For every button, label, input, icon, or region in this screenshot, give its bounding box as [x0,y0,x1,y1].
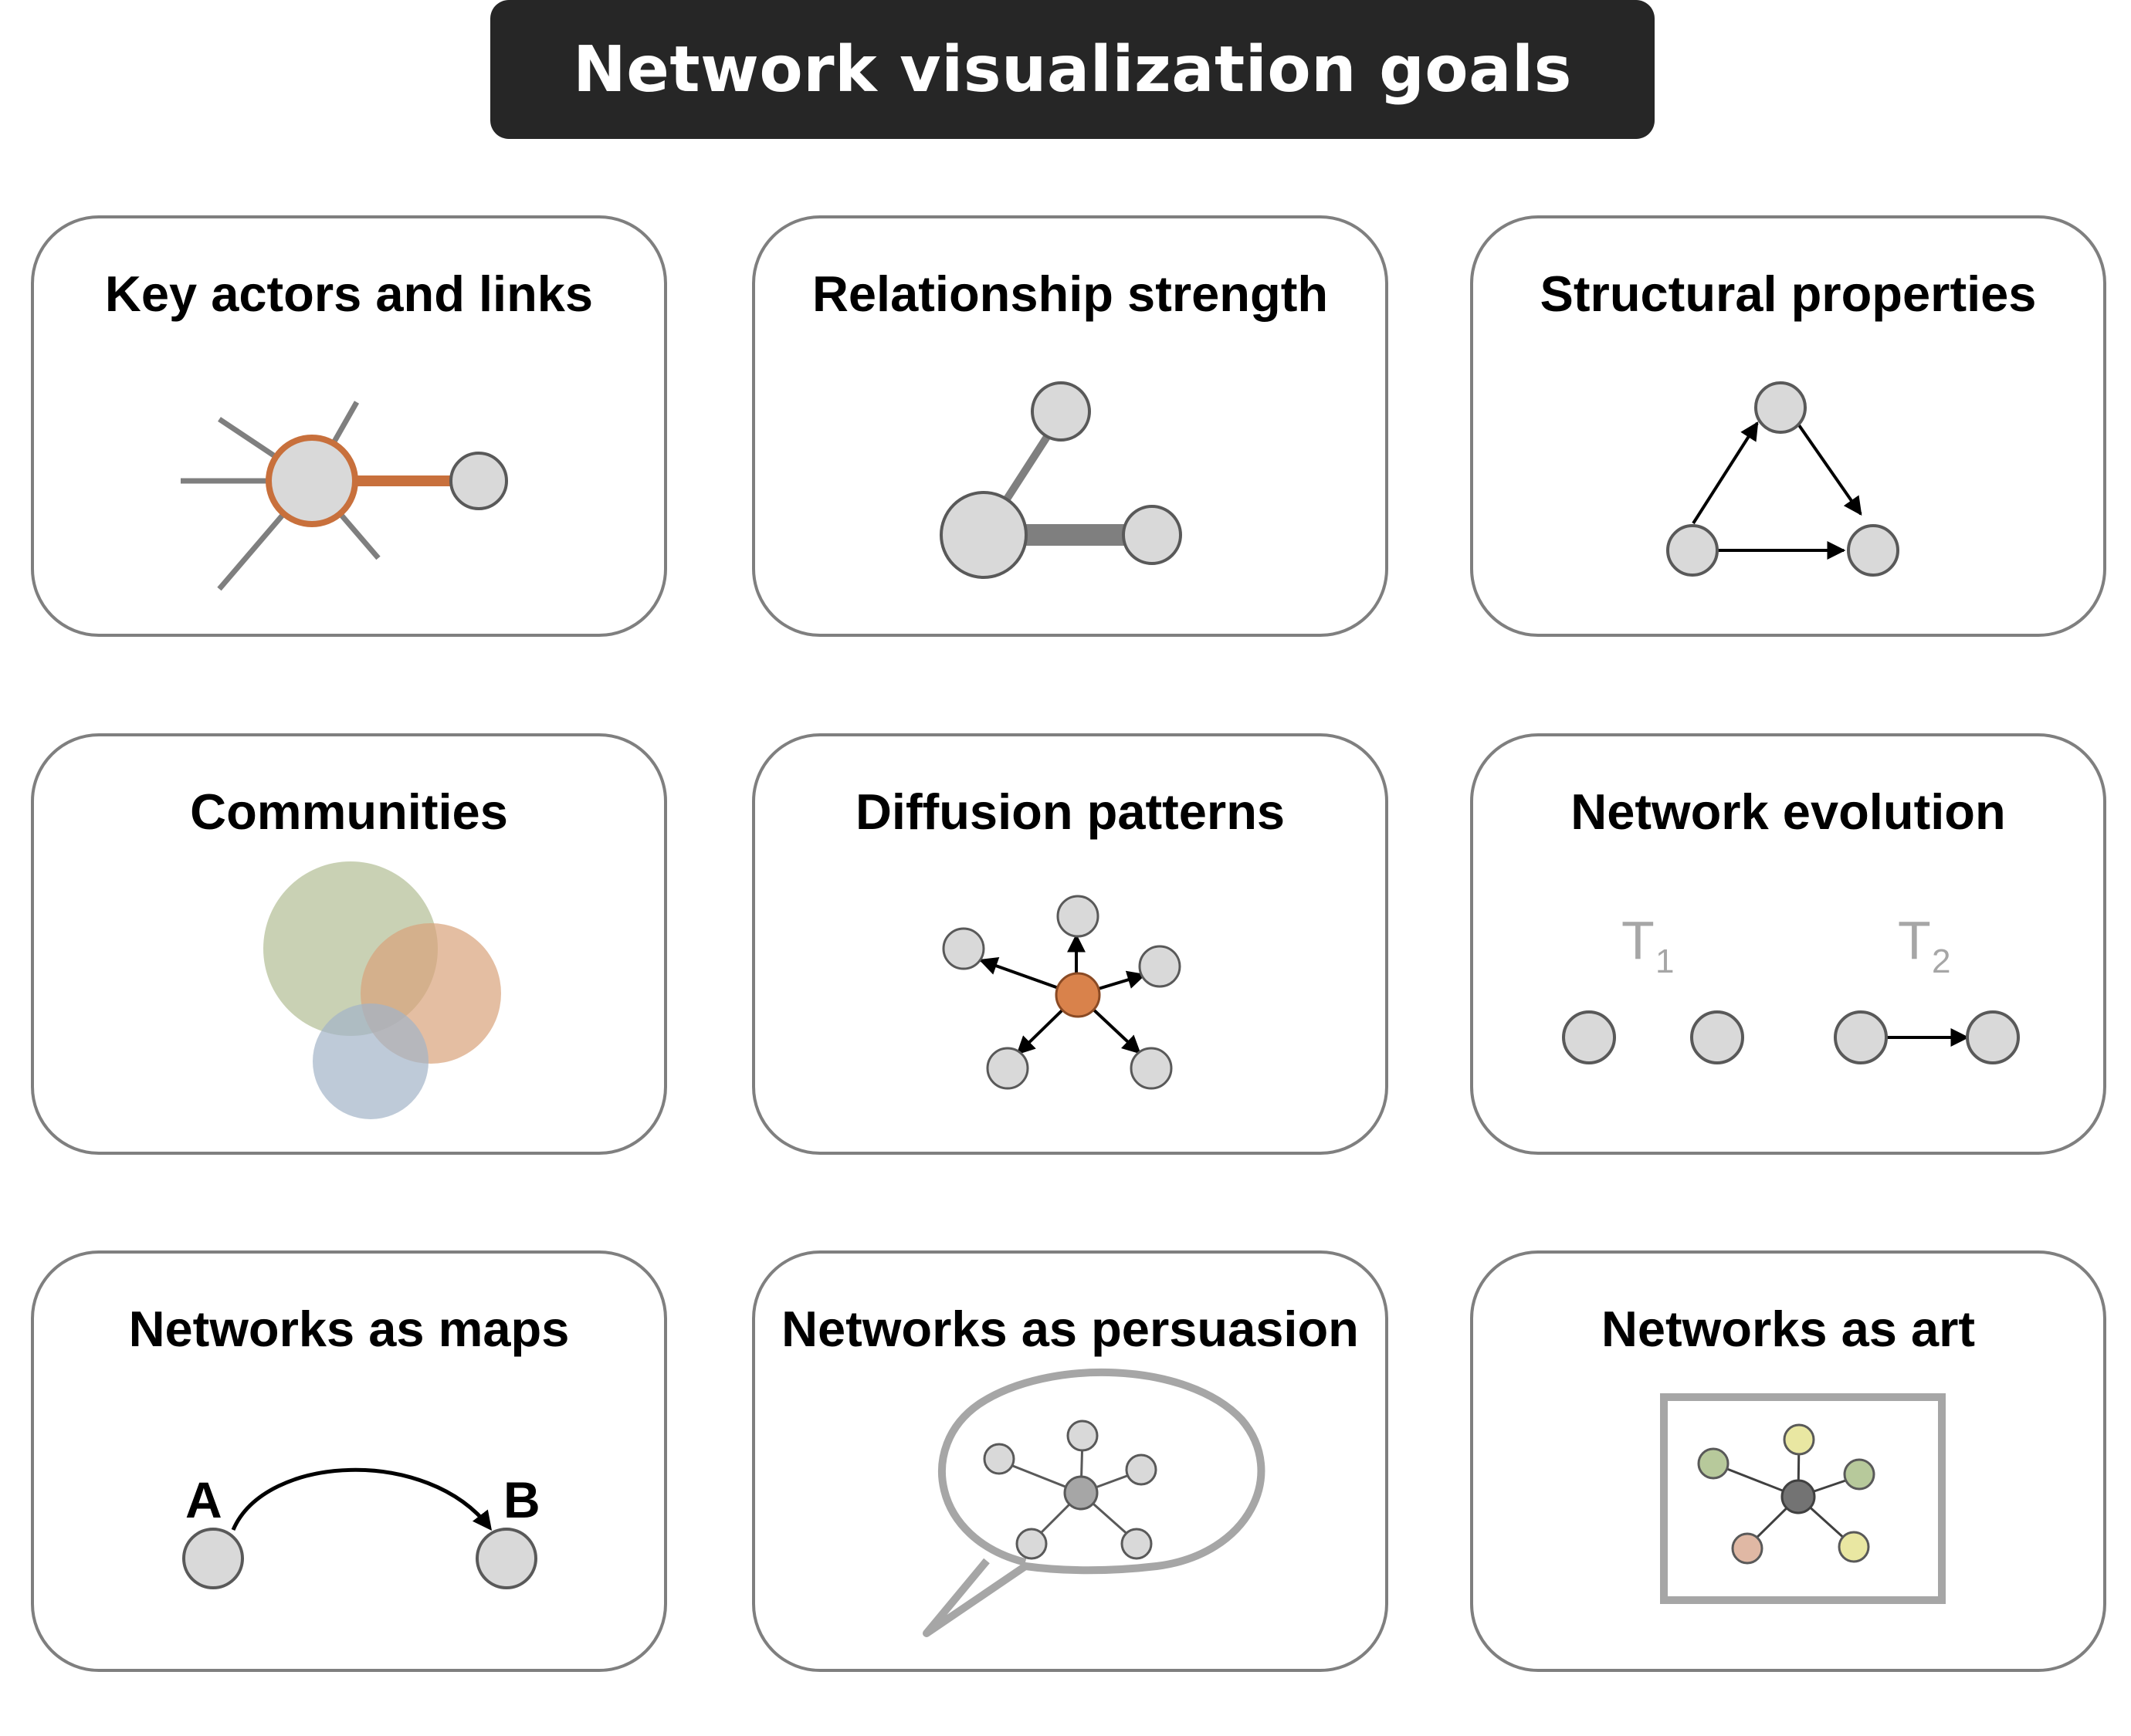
node [1834,1010,1888,1064]
card-title: Networks as art [1601,1301,1976,1357]
node [1666,524,1719,577]
time-label-2-index: 2 [1932,942,1950,980]
node [1847,524,1899,577]
relationship-strength-diagram [940,381,1182,579]
node [1690,1010,1744,1064]
card-title: Networks as maps [128,1301,570,1357]
page-title: Network visualization goals [573,32,1572,107]
directed-edges [1692,421,1862,560]
node-label-a: A [185,1471,222,1528]
node [1031,381,1091,442]
node [1015,1528,1048,1560]
card-title: Structural properties [1540,266,2037,322]
title-bar: Network visualization goals [490,0,1655,139]
node [1056,895,1099,938]
hub-node [1780,1479,1816,1514]
time-label-1-index: 1 [1655,942,1674,980]
card-networks-as-maps: Networks as maps A B [31,1250,667,1672]
node [1066,1420,1099,1452]
card-structural-properties: Structural properties [1470,215,2106,637]
card-key-actors: Key actors and links [31,215,667,637]
key-actor-node [266,435,358,527]
node-yellow [1783,1423,1815,1456]
time-label-2-letter: T [1898,910,1931,970]
node-green [1843,1458,1875,1491]
node-b [476,1528,537,1589]
networks-as-art-diagram [1660,1393,1946,1604]
card-network-evolution: Network evolution T 1 T 2 [1470,733,2106,1155]
node [986,1047,1029,1090]
diffusion-patterns-diagram [942,895,1181,1090]
peripheral-node [449,452,508,510]
network-evolution-diagram: T 1 T 2 [1562,910,2020,1064]
card-title: Network evolution [1570,783,2006,840]
seed-node [1055,972,1101,1018]
node-label-b: B [503,1471,540,1528]
node-a [182,1528,244,1589]
communities-diagram [263,861,501,1119]
networks-as-maps-diagram: A B [182,1467,540,1589]
time-label-1-letter: T [1621,910,1655,970]
structural-properties-diagram [1666,381,1899,577]
card-communities: Communities [31,733,667,1155]
card-relationship-strength: Relationship strength [752,215,1388,637]
node [1562,1010,1616,1064]
node [942,927,985,970]
node [1966,1010,2020,1064]
node [1122,505,1182,565]
node [1130,1047,1173,1090]
node-pink [1731,1532,1763,1565]
card-title: Key actors and links [104,266,594,322]
card-title: Relationship strength [811,266,1329,322]
node [983,1443,1015,1475]
node [1138,945,1181,988]
card-networks-as-art: Networks as art [1470,1250,2106,1672]
node-green [1697,1447,1730,1480]
card-networks-as-persuasion: Networks as persuasion [752,1250,1388,1672]
community-blue [313,1003,429,1119]
card-title: Diffusion patterns [855,783,1286,840]
key-actors-diagram [181,401,508,591]
networks-as-persuasion-diagram [923,1368,1265,1637]
route-arc [231,1467,493,1531]
card-diffusion-patterns: Diffusion patterns [752,733,1388,1155]
node [1125,1453,1157,1486]
node [1754,381,1807,434]
hub-node [1063,1475,1099,1511]
node-yellow [1838,1531,1870,1563]
card-title: Communities [190,783,508,840]
node [1120,1528,1153,1560]
node [940,491,1028,579]
card-title: Networks as persuasion [781,1301,1359,1357]
